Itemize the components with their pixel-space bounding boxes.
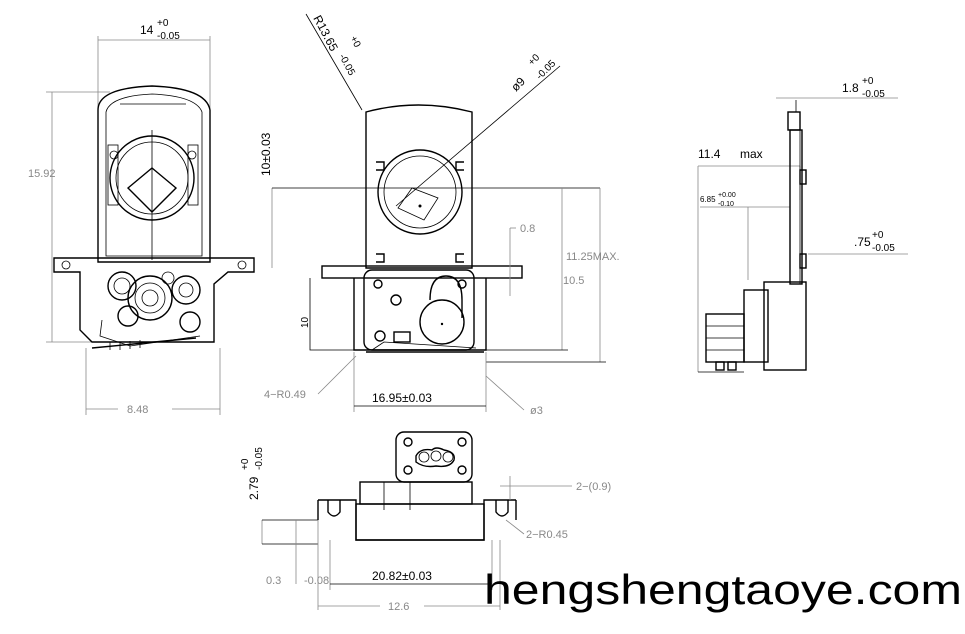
dim-diameter: ø9 (508, 74, 528, 94)
dim-radius-top: R13.65 (310, 13, 341, 54)
dim-hole-diameter: ø3 (530, 405, 543, 417)
dim-width-1695: 16.95±0.03 (372, 391, 432, 405)
dim-slot-09: 2−(0.9) (576, 481, 611, 493)
front-view: R13.65 +0 -0.05 ø9 +0 -0.05 10±0.03 (259, 13, 620, 417)
dim-width-top-tol-lower: -0.05 (157, 31, 180, 42)
dim-radius-top-tol-lower: -0.05 (336, 52, 357, 78)
watermark-text: hengshengtaoye.com (484, 566, 962, 613)
dim-height-279: 2.79 (247, 476, 261, 500)
dim-small-10: 10 (300, 316, 311, 328)
dim-height-10: 10±0.03 (259, 132, 273, 176)
dim-thickness-18-tol-lower: -0.05 (862, 89, 885, 100)
dim-width-top: 14 (140, 23, 154, 37)
dim-width-bottom-left: 8.48 (127, 404, 148, 416)
dim-075: .75 (854, 235, 871, 249)
dim-max-114: 11.4 (698, 147, 721, 161)
dim-width-2082: 20.82±0.03 (372, 569, 432, 583)
dim-height-279-tol-lower: -0.05 (254, 447, 265, 470)
dim-height-left: 15.92 (28, 168, 56, 180)
dim-width-126: 12.6 (388, 601, 409, 613)
dim-height-279-tol-upper: +0 (240, 458, 251, 470)
dim-03-tol: -0.08 (304, 575, 329, 587)
dim-height-max: 11.25MAX. (566, 251, 620, 263)
bottom-view: 2.79 +0 -0.05 2−(0.9) 2−R0.45 0.3 (240, 431, 611, 613)
dim-corner-radius: 4−R0.49 (264, 389, 306, 401)
dim-max-label: max (740, 147, 763, 161)
side-view: 1.8 +0 -0.05 11.4 max 6.85 +0.00 -0.10 .… (697, 76, 908, 373)
dim-width-top-tol-upper: +0 (157, 18, 169, 29)
dim-685: 6.85 (700, 195, 716, 204)
dim-height-105: 10.5 (563, 275, 584, 287)
dim-685-tol-upper: +0.00 (718, 192, 736, 199)
left-view: 14 +0 -0.05 15.92 (28, 18, 255, 416)
dim-diameter-tol-upper: +0 (526, 52, 542, 68)
dim-thickness-18-tol-upper: +0 (862, 76, 874, 87)
dim-075-tol-upper: +0 (872, 230, 884, 241)
dim-thickness-18: 1.8 (842, 81, 859, 95)
dim-685-tol-lower: -0.10 (718, 201, 734, 208)
dim-075-tol-lower: -0.05 (872, 243, 895, 254)
dim-slot-r045: 2−R0.45 (526, 529, 568, 541)
dim-03: 0.3 (266, 575, 281, 587)
dim-radius-top-tol-upper: +0 (347, 34, 362, 50)
dim-offset-08: 0.8 (520, 223, 535, 235)
